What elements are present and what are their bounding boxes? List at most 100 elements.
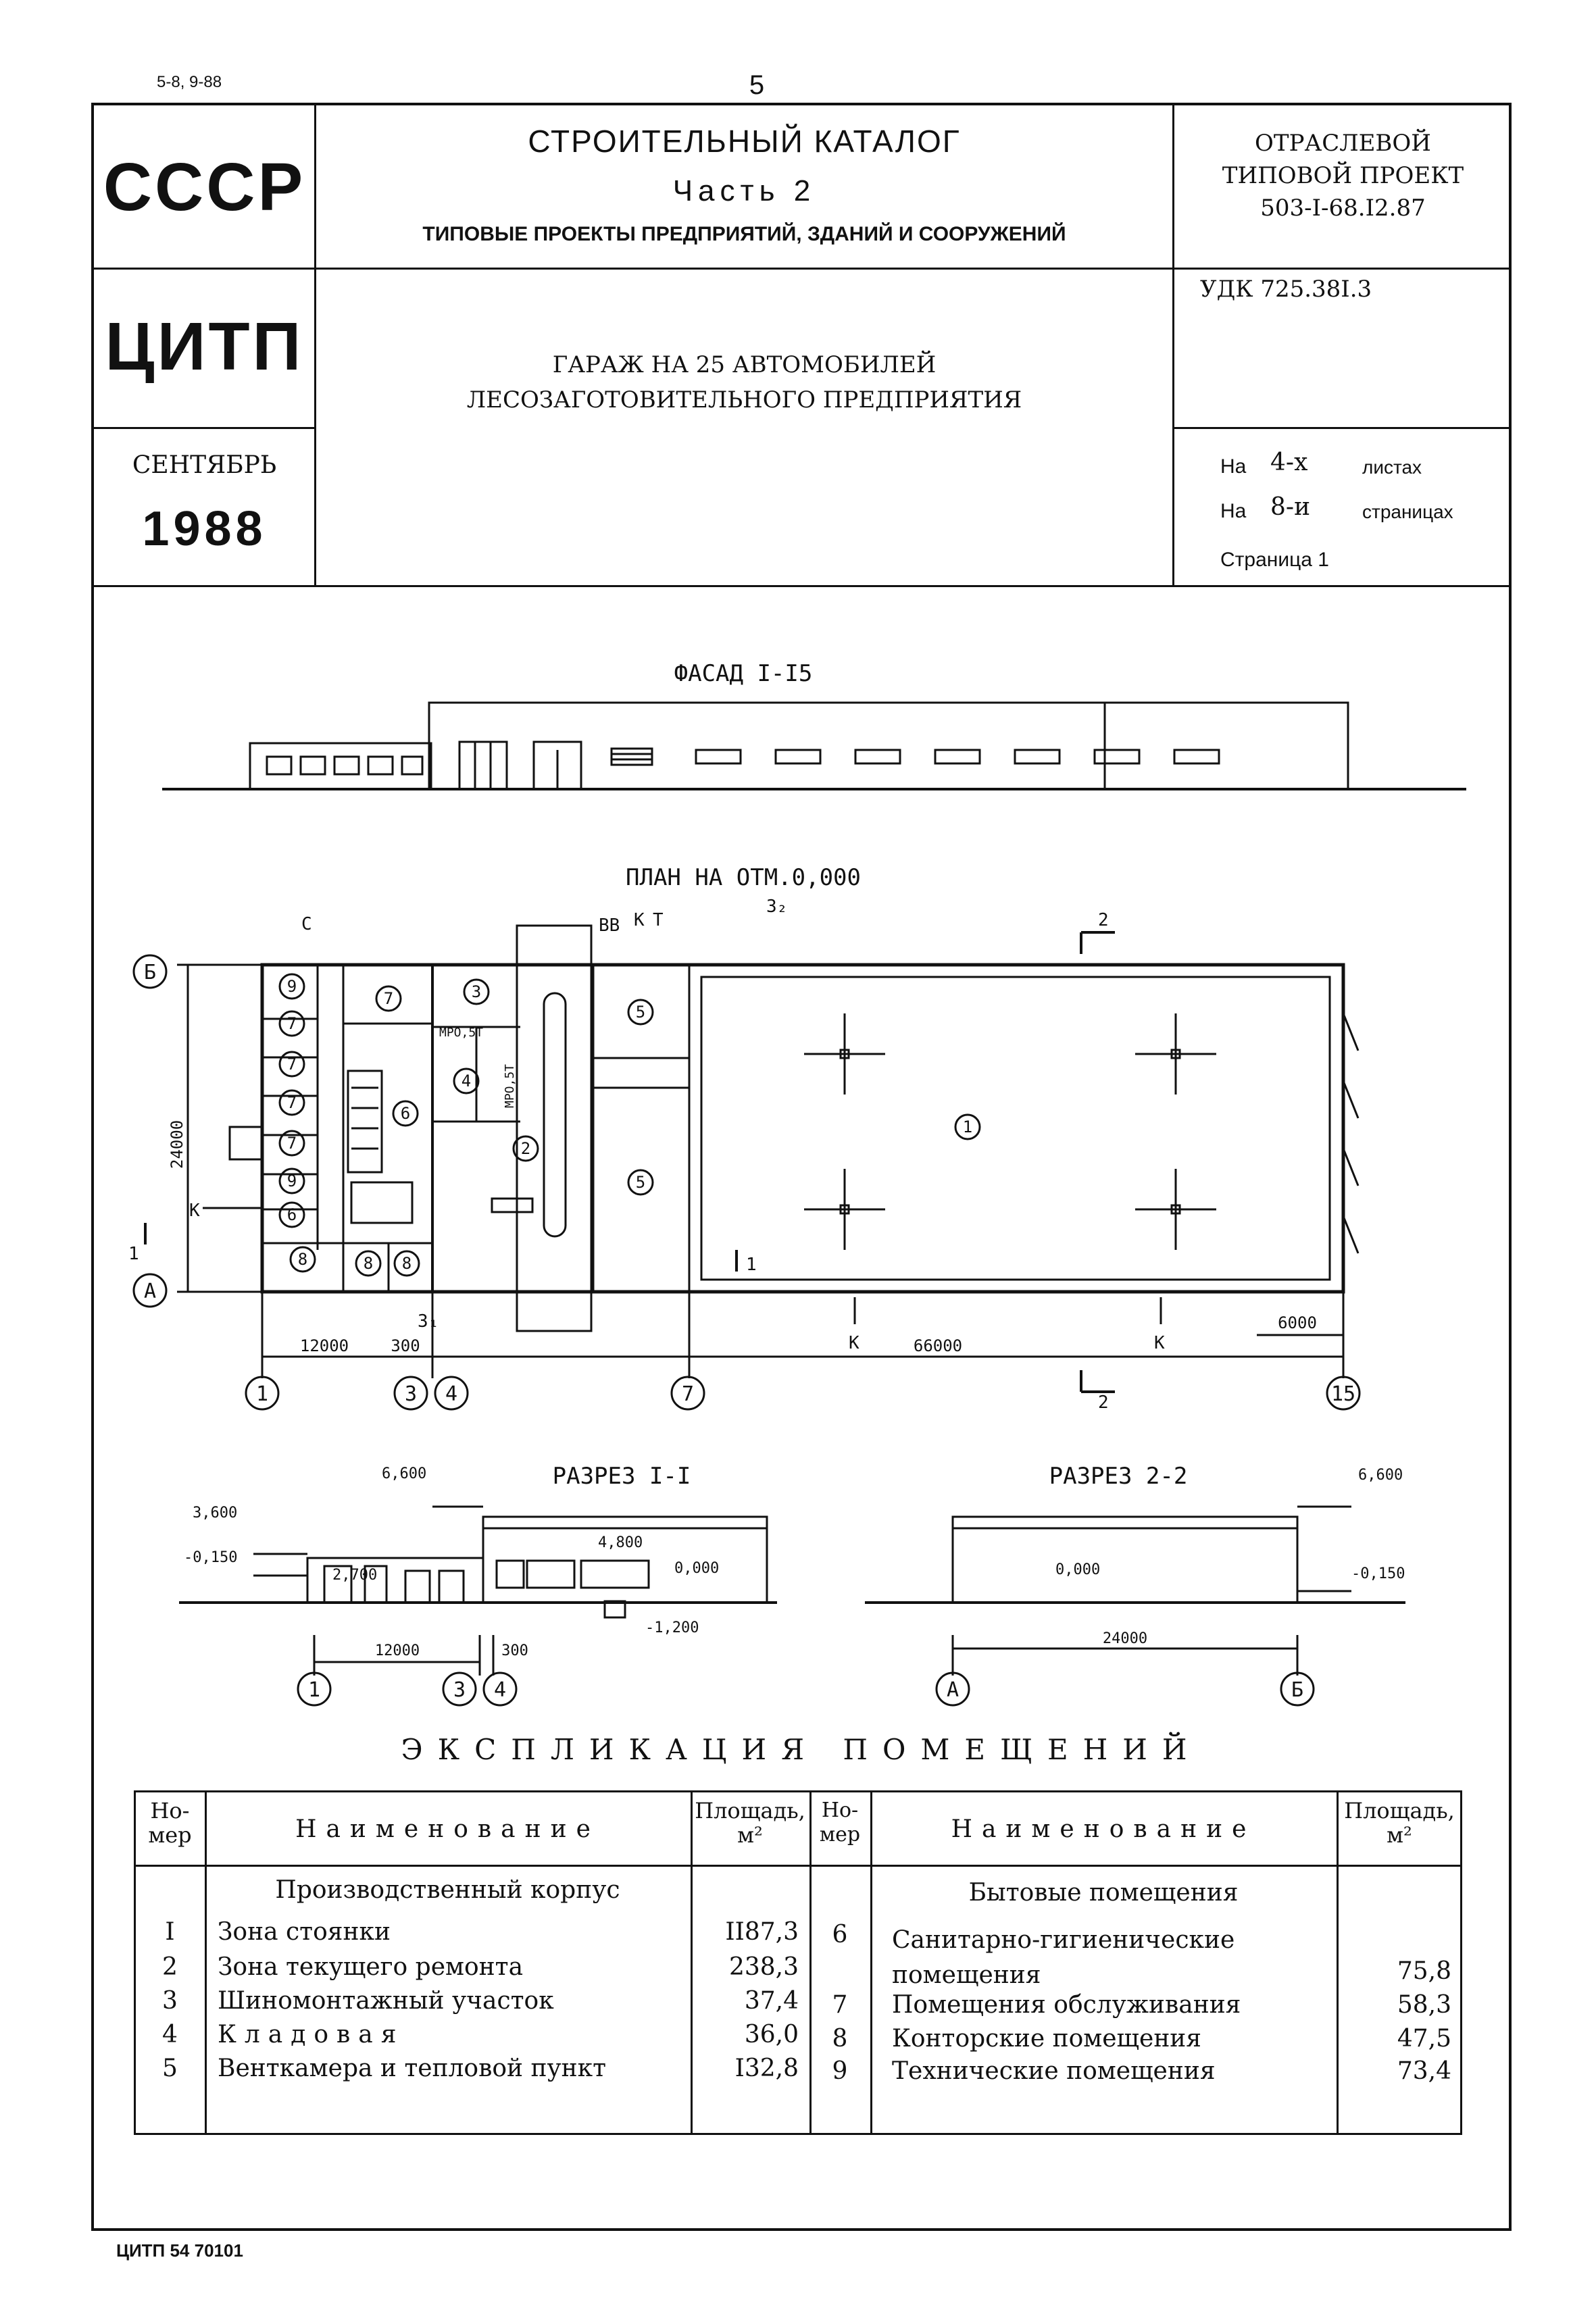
room-label: 6	[401, 1104, 410, 1123]
explication-table	[134, 1790, 1462, 2135]
row-name: Технические помещения	[892, 2057, 1216, 2085]
section2-dim: 24000	[1103, 1630, 1147, 1647]
room-label: 8	[298, 1250, 307, 1269]
header-name: Наименование	[295, 1815, 600, 1843]
header-number-2: Но- мер	[819, 1799, 861, 1846]
sheets-suffix: листах	[1362, 457, 1422, 478]
room-label: 3	[472, 982, 481, 1001]
room-label: 2	[521, 1139, 530, 1158]
plan-dim-66000: 66000	[914, 1336, 962, 1355]
header-name-2: Наименование	[951, 1815, 1256, 1843]
room-label: 7	[287, 1055, 297, 1074]
pages-suffix: страницах	[1362, 501, 1453, 522]
row-number: 2	[162, 1953, 178, 1981]
facade-title: ФАСАД I-I5	[674, 660, 813, 687]
room-label: 9	[287, 1172, 297, 1190]
plan-dim-300: 300	[391, 1336, 420, 1355]
room-label: 7	[287, 1134, 297, 1153]
plan-dim-12000: 12000	[300, 1336, 349, 1355]
row-area: 238,3	[728, 1953, 799, 1981]
explication-title: ЭКСПЛИКАЦИЯ ПОМЕЩЕНИЙ	[401, 1733, 1202, 1766]
drawings-svg: ФАСАД I-I5 ПЛАН НА ОТМ.0,000 Б А 1 3 4 7…	[128, 660, 1466, 1707]
plan-dim-height: 24000	[168, 1120, 186, 1169]
room-label: 8	[364, 1254, 373, 1273]
section2-axis: А	[947, 1678, 959, 1702]
row-number: 5	[162, 2055, 178, 2082]
project-number: 503-I-68.I2.87	[1260, 195, 1426, 222]
section1-mark: -1,200	[645, 1619, 699, 1636]
section2-mark: -0,150	[1351, 1565, 1405, 1582]
plan-section-2-top: 2	[1098, 910, 1109, 930]
row-number: 4	[162, 2021, 178, 2048]
plan-axis-15: 15	[1331, 1382, 1355, 1406]
row-area: 58,3	[1397, 1991, 1451, 2019]
catalog-title: СТРОИТЕЛЬНЫЙ КАТАЛОГ	[528, 124, 961, 159]
row-name: Помещения обслуживания	[892, 1991, 1241, 2019]
section1-mark: 3,600	[193, 1505, 237, 1521]
section1-dim: 300	[501, 1642, 528, 1659]
room-label: 6	[287, 1205, 297, 1224]
section1-mark: -0,150	[184, 1549, 237, 1566]
sheet-frame	[91, 103, 1512, 2231]
section2-drawing	[865, 1505, 1405, 1707]
row-area: 37,4	[744, 1987, 799, 2015]
room-label: 7	[384, 989, 393, 1008]
section2-axis: Б	[1291, 1678, 1303, 1702]
row-area: 36,0	[744, 2021, 799, 2048]
row-area: 47,5	[1397, 2025, 1451, 2053]
footer-code: ЦИТП 54 70101	[116, 2240, 243, 2261]
room-label: 7	[287, 1093, 297, 1112]
plan-section-1-right: 1	[746, 1255, 757, 1275]
room-label: 8	[402, 1254, 412, 1273]
org-citp: ЦИТП	[105, 309, 304, 384]
plan-axis-4: 4	[445, 1382, 457, 1406]
plan-label-c: С	[301, 914, 312, 934]
pages-prefix: На	[1220, 500, 1247, 522]
project-line2: ТИПОВОЙ ПРОЕКТ	[1222, 162, 1464, 189]
section1-mark: 2,700	[332, 1567, 377, 1584]
section1-mark: 6,600	[382, 1465, 426, 1482]
page-number: 5	[749, 70, 765, 100]
plan-axis-7: 7	[682, 1382, 694, 1406]
plan-label-k-bottom2: К	[1154, 1333, 1165, 1353]
plan-axis-b: Б	[144, 961, 156, 984]
project-line1: ОТРАСЛЕВОЙ	[1255, 130, 1431, 157]
section2-title: РАЗРЕЗ 2-2	[1049, 1463, 1188, 1490]
row-number: 6	[832, 1921, 848, 1948]
plan-label-k-bottom1: К	[849, 1333, 859, 1353]
section1-mark: 4,800	[598, 1534, 643, 1551]
plan-label-mpo1: МРО,5Т	[439, 1026, 483, 1040]
page-label: Страница 1	[1220, 549, 1329, 571]
plan-axis-1: 1	[256, 1382, 268, 1406]
issue-month: СЕНТЯБРЬ	[132, 451, 277, 479]
row-area: I32,8	[734, 2055, 799, 2082]
group-production: Производственный корпус	[275, 1876, 620, 1904]
catalog-part: Часть 2	[672, 174, 816, 207]
section1-axis: 1	[308, 1678, 320, 1702]
plan-label-mpo2: МРО,5Т	[503, 1064, 517, 1108]
plan-dim-6000: 6000	[1278, 1313, 1317, 1332]
section1-drawing	[179, 1505, 777, 1707]
issue-year: 1988	[142, 502, 267, 556]
row-number: 9	[832, 2057, 848, 2085]
udk-code: УДК 725.38I.3	[1200, 276, 1372, 303]
pages-value: 8-и	[1270, 493, 1311, 521]
room-label: 4	[462, 1072, 471, 1090]
plan-label-k: К	[634, 910, 645, 930]
plan-title: ПЛАН НА ОТМ.0,000	[626, 864, 861, 891]
header-area: Площадь, м²	[695, 1798, 805, 1848]
section2-mark: 6,600	[1358, 1467, 1403, 1484]
sheets-prefix: На	[1220, 455, 1247, 478]
room-label: 5	[636, 1003, 645, 1022]
plan-label-z1: З₁	[418, 1311, 439, 1332]
row-number: 3	[162, 1987, 178, 2015]
row-name: Зона текущего ремонта	[218, 1953, 524, 1981]
row-number: 8	[832, 2025, 848, 2053]
plan-axis-3: 3	[405, 1382, 417, 1406]
sheets-value: 4-х	[1270, 449, 1308, 476]
row-area: II87,3	[725, 1918, 799, 1946]
section1-dim: 12000	[375, 1642, 420, 1659]
section1-title: РАЗРЕЗ I-I	[553, 1463, 691, 1490]
object-title-line1: ГАРАЖ НА 25 АВТОМОБИЛЕЙ	[552, 351, 937, 378]
room-label: 9	[287, 977, 297, 996]
